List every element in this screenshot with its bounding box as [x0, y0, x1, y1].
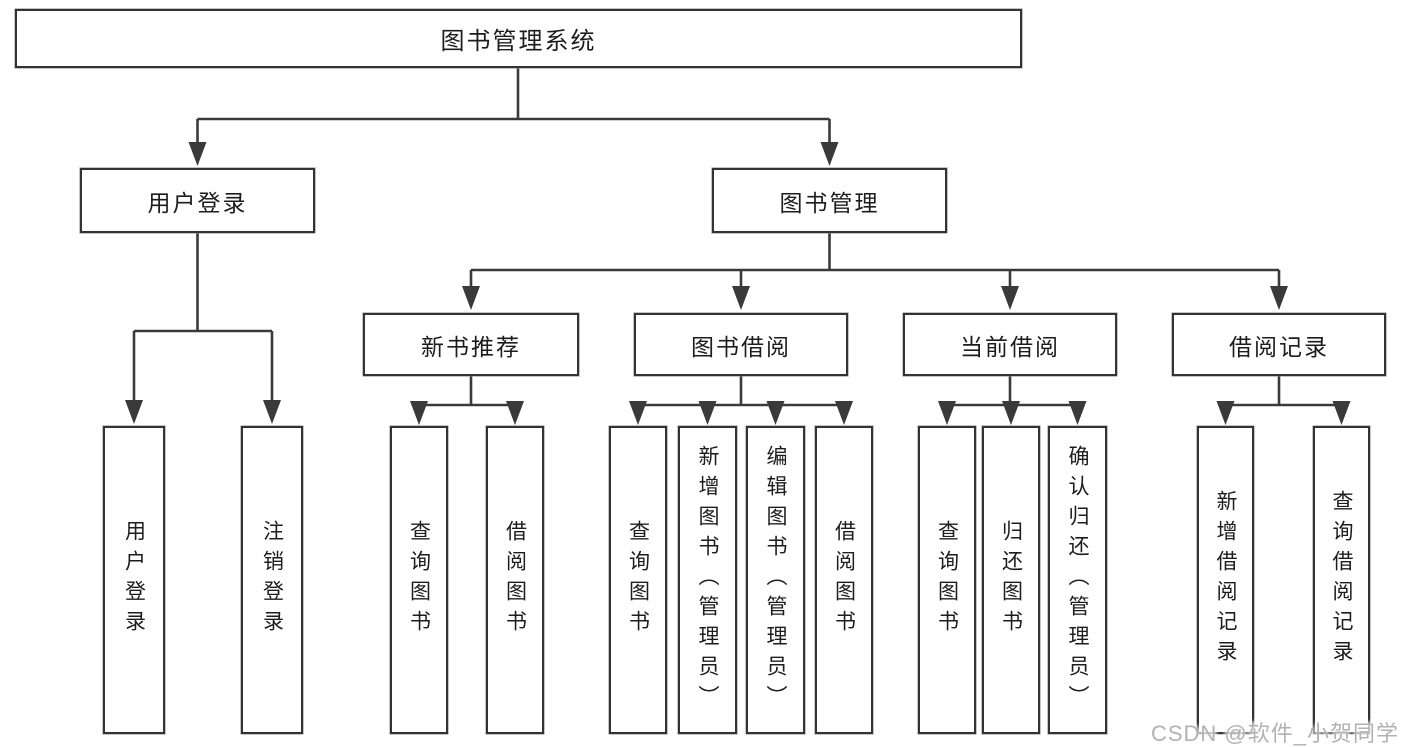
node-root: 图书管理系统	[15, 9, 1022, 68]
leaf-bb-query-books-label: 查询图书	[626, 520, 650, 640]
leaf-bb-borrow-books: 借阅图书	[815, 426, 873, 734]
leaf-br-add-record-label: 新增借阅记录	[1214, 490, 1237, 670]
node-current-borrowing: 当前借阅	[903, 313, 1117, 376]
leaf-user-login: 用户登录	[103, 426, 165, 734]
node-borrowing-records-label: 借阅记录	[1229, 333, 1329, 360]
node-new-book-recommend: 新书推荐	[363, 313, 579, 376]
node-book-management: 图书管理	[712, 168, 947, 233]
leaf-logout-label: 注销登录	[260, 520, 284, 640]
leaf-bb-add-books-admin: 新增图书（管理员）	[678, 426, 737, 734]
csdn-watermark: CSDN @软件_小贺同学	[1150, 721, 1399, 746]
leaf-cb-confirm-return-admin: 确认归还（管理员）	[1048, 426, 1107, 734]
leaf-bb-query-books: 查询图书	[609, 426, 667, 734]
node-user-login-label: 用户登录	[147, 189, 248, 216]
leaf-bb-borrow-books-label: 借阅图书	[832, 520, 856, 640]
leaf-nbr-query-books-label: 查询图书	[407, 520, 431, 640]
leaf-user-login-label: 用户登录	[122, 520, 146, 640]
leaf-bb-add-books-admin-label: 新增图书（管理员）	[696, 445, 719, 715]
leaf-br-query-record: 查询借阅记录	[1313, 426, 1370, 734]
node-root-label: 图书管理系统	[440, 28, 597, 55]
node-book-borrowing-label: 图书借阅	[691, 333, 791, 360]
leaf-cb-query-books-label: 查询图书	[935, 520, 959, 640]
leaf-bb-edit-books-admin: 编辑图书（管理员）	[746, 426, 805, 734]
leaf-cb-return-books: 归还图书	[982, 426, 1040, 734]
node-new-book-recommend-label: 新书推荐	[421, 333, 521, 360]
leaf-bb-edit-books-admin-label: 编辑图书（管理员）	[764, 445, 787, 715]
node-book-borrowing: 图书借阅	[634, 313, 848, 376]
leaf-nbr-borrow-books-label: 借阅图书	[503, 520, 527, 640]
leaf-cb-return-books-label: 归还图书	[999, 520, 1023, 640]
leaf-nbr-borrow-books: 借阅图书	[486, 426, 544, 734]
leaf-br-add-record: 新增借阅记录	[1197, 426, 1254, 734]
node-book-management-label: 图书管理	[779, 189, 880, 216]
node-current-borrowing-label: 当前借阅	[960, 333, 1060, 360]
leaf-br-query-record-label: 查询借阅记录	[1330, 490, 1353, 670]
node-borrowing-records: 借阅记录	[1172, 313, 1386, 376]
leaf-cb-query-books: 查询图书	[918, 426, 976, 734]
leaf-nbr-query-books: 查询图书	[390, 426, 448, 734]
leaf-logout: 注销登录	[241, 426, 303, 734]
node-user-login: 用户登录	[80, 168, 315, 233]
arrowhead-icons	[125, 142, 1351, 425]
leaf-cb-confirm-return-admin-label: 确认归还（管理员）	[1066, 445, 1089, 715]
